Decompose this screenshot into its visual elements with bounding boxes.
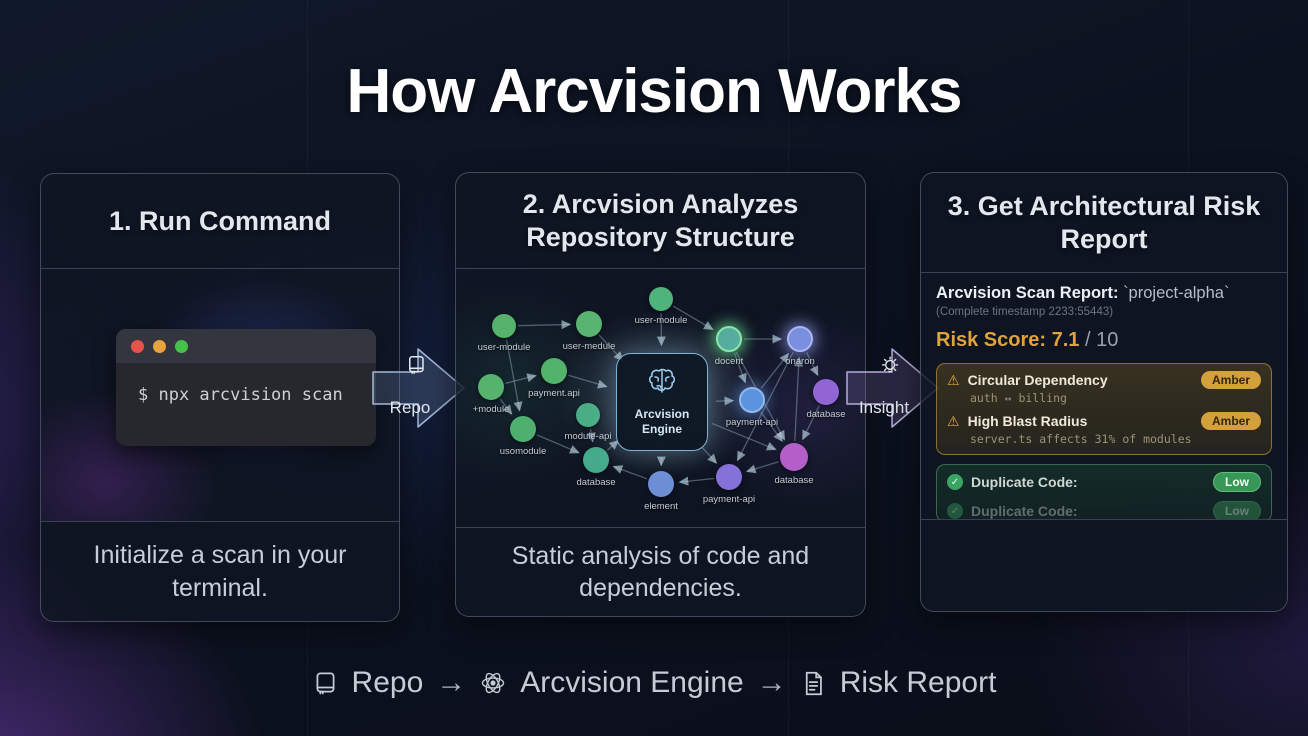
finding-row: ⚠ Circular Dependency Amber [947,371,1261,389]
risk-score-value: Risk Score: 7.1 [936,329,1080,351]
repo-book-icon [405,354,427,381]
panel-risk-report: 3. Get Architectural Risk Report Arcvisi… [920,172,1288,612]
graph-node[interactable] [787,326,813,352]
panel3-title: 3. Get Architectural Risk Report [921,173,1287,273]
close-traffic-light-icon[interactable] [131,339,144,353]
severity-badge: Low [1213,501,1261,519]
finding-title: Circular Dependency [967,372,1108,388]
brain-icon [646,367,678,402]
terminal-titlebar [116,329,376,363]
warning-icon: ⚠ [947,413,960,429]
panel3-empty-footer [921,519,1287,611]
graph-node[interactable] [576,403,600,427]
footer-item-repo: Repo [351,666,424,699]
terminal-command[interactable]: $ npx arcvision scan [138,385,343,405]
graph-node-label: user-medule [562,341,616,352]
graph-node[interactable] [739,387,765,413]
graph-node[interactable] [649,287,673,311]
graph-node-label: docent [714,356,744,367]
graph-node-label: usomodule [499,446,547,457]
check-icon: ✓ [947,474,963,490]
graph-node-label: payment-api [702,494,756,505]
graph-node[interactable] [478,374,504,400]
graph-node-label: user-module [477,342,531,353]
panel2-caption: Static analysis of code and dependencies… [456,527,865,616]
graph-node-label: module-api [564,431,612,442]
graph-node-label: payment.api [528,388,580,399]
footer-item-report: Risk Report [839,666,997,699]
graph-node[interactable] [780,443,808,471]
graph-node-label: database [774,475,814,486]
finding-title: Duplicate Code: [971,474,1078,490]
graph-node[interactable] [648,471,674,497]
repo-book-icon [312,670,339,697]
terminal-window: $ npx arcvision scan [116,329,376,446]
report-title: Arcvision Scan Report: [936,284,1119,302]
graph-node-label: database [806,409,846,420]
graph-node[interactable] [510,416,536,442]
graph-node[interactable] [492,314,516,338]
graph-node-label: element [644,501,678,512]
engine-atom-icon [479,669,507,697]
graph-node-label: onaron [785,356,815,367]
graph-node-label: payment-api [725,417,779,428]
finding-detail: server.ts affects 31% of modules [970,432,1192,446]
engine-label: Arcvision Engine [634,407,690,436]
graph-node[interactable] [716,326,742,352]
zoom-traffic-light-icon[interactable] [175,339,188,353]
low-findings-card[interactable]: ✓ Duplicate Code: Low ✓ Duplicate Code: … [936,464,1272,519]
footer-item-engine: Arcvision Engine [520,666,744,699]
repo-arrow-label: Repo [389,398,431,417]
severity-badge: Low [1213,472,1261,492]
graph-node[interactable] [541,358,567,384]
finding-row: ✓ Duplicate Code: Low [947,472,1261,492]
scan-report: Arcvision Scan Report: `project-alpha` (… [921,273,1287,519]
finding-detail: auth ↔ billing [970,391,1067,405]
flow-arrow-glyph: → [756,666,787,699]
graph-node-label: database [576,477,616,488]
graph-node[interactable] [583,447,609,473]
panel-run-command: 1. Run Command $ npx arcvision scan Init… [40,173,400,622]
finding-row: ✓ Duplicate Code: Low [947,501,1261,519]
minimize-traffic-light-icon[interactable] [153,339,166,353]
risk-report-document-icon [800,670,827,697]
panel1-body: $ npx arcvision scan [41,269,399,521]
graph-node[interactable] [716,464,742,490]
severity-badge: Amber [1200,371,1261,389]
flow-arrow-glyph: → [436,666,467,699]
insight-lightbulb-icon [878,354,902,383]
insight-flow-arrow: Insight [846,340,940,436]
warning-icon: ⚠ [947,372,960,388]
panel1-caption: Initialize a scan in your terminal. [41,521,399,621]
footer-flow: Repo → Arcvision Engine → Risk Report [0,666,1308,700]
graph-node[interactable] [813,379,839,405]
dependency-graph: user-module user-medule user-module payment… [456,269,865,527]
graph-node-label: user-module [634,315,688,326]
finding-title: Duplicate Code: [971,503,1078,519]
panel1-title: 1. Run Command [41,174,399,269]
panel2-title: 2. Arcvision Analyzes Repository Structu… [456,173,865,269]
risk-score: Risk Score: 7.1 / 10 [936,329,1272,352]
arcvision-engine-box[interactable]: Arcvision Engine [616,353,708,451]
risk-score-suffix: / 10 [1079,329,1119,351]
block-arrow-shape [846,348,939,428]
repo-flow-arrow: Repo [372,340,466,436]
insight-arrow-label: Insight [858,398,910,417]
severity-badge: Amber [1200,412,1261,430]
graph-node-label: +module [472,404,510,415]
panel-analyze: 2. Arcvision Analyzes Repository Structu… [455,172,866,617]
page-title: How Arcvision Works [346,57,963,126]
check-icon: ✓ [947,503,963,519]
report-project-name: `project-alpha` [1123,284,1230,302]
finding-row: ⚠ High Blast Radius Amber [947,412,1261,430]
amber-findings-card[interactable]: ⚠ Circular Dependency Amber auth ↔ billi… [936,363,1272,455]
finding-title: High Blast Radius [967,413,1088,429]
report-timestamp: (Complete timestamp 2233:55443) [936,306,1114,318]
graph-node[interactable] [576,311,602,337]
